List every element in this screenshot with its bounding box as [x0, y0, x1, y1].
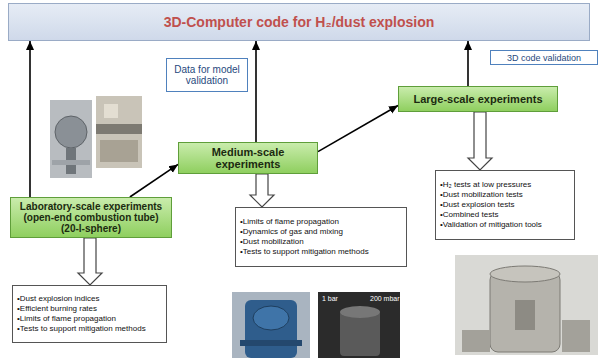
medium-dark-photo	[318, 292, 400, 358]
node-text: 3D code validation	[494, 53, 594, 63]
stage-box: Large-scale experiments	[398, 86, 558, 112]
node-text: 3D-Computer code for H₂/dust explosion	[13, 14, 585, 30]
system-box: 3D-Computer code for H₂/dust explosion	[8, 3, 590, 41]
flow-arrow	[318, 106, 398, 152]
node-text: •Limits of flame propagation	[240, 217, 402, 227]
medium-vessel-photo	[232, 292, 310, 358]
block-arrow	[250, 174, 274, 207]
note-box: 3D code validation	[490, 50, 598, 65]
block-arrow	[78, 238, 102, 285]
node-text: Data for model validation	[170, 64, 244, 86]
bullet-list: •H₂ tests at low pressures•Dust mobiliza…	[435, 170, 575, 240]
node-text: Medium-scale experiments	[183, 146, 313, 170]
block-arrow	[468, 112, 492, 170]
flow-arrow	[467, 41, 469, 86]
node-text: •Combined tests	[440, 210, 570, 220]
node-text: •Dust mobilization	[240, 237, 402, 247]
lab-tube-photo	[96, 96, 142, 168]
bullet-list: •Limits of flame propagation•Dynamics of…	[235, 207, 407, 267]
node-text: •Validation of mitigation tools	[440, 220, 570, 230]
large-vessel-photo	[455, 255, 598, 355]
flow-arrow	[130, 164, 178, 197]
node-text: •H₂ tests at low pressures	[440, 180, 570, 190]
node-text: •Tests to support mitigation methods	[17, 324, 162, 334]
node-text: •Dynamics of gas and mixing	[240, 227, 402, 237]
note-box: Data for model validation	[166, 58, 248, 92]
node-text: •Limits of flame propagation	[17, 314, 162, 324]
stage-box: Medium-scale experiments	[178, 142, 318, 174]
node-text: •Efficient burning rates	[17, 304, 162, 314]
bullet-list: •Dust explosion indices•Efficient burnin…	[12, 285, 167, 343]
stage-box: Laboratory-scale experiments (open-end c…	[10, 197, 172, 238]
photo-label: 1 bar	[322, 295, 338, 302]
node-text: •Tests to support mitigation methods	[240, 247, 402, 257]
node-text: •Dust explosion tests	[440, 200, 570, 210]
photo-label: 200 mbar	[370, 295, 400, 302]
flow-arrow	[255, 41, 257, 142]
node-text: Laboratory-scale experiments (open-end c…	[14, 201, 168, 234]
node-text: •Dust explosion indices	[17, 294, 162, 304]
node-text: Large-scale experiments	[403, 93, 553, 105]
lab-sphere-photo	[50, 100, 92, 178]
flow-arrow	[29, 41, 31, 197]
node-text: •Dust mobilization tests	[440, 190, 570, 200]
